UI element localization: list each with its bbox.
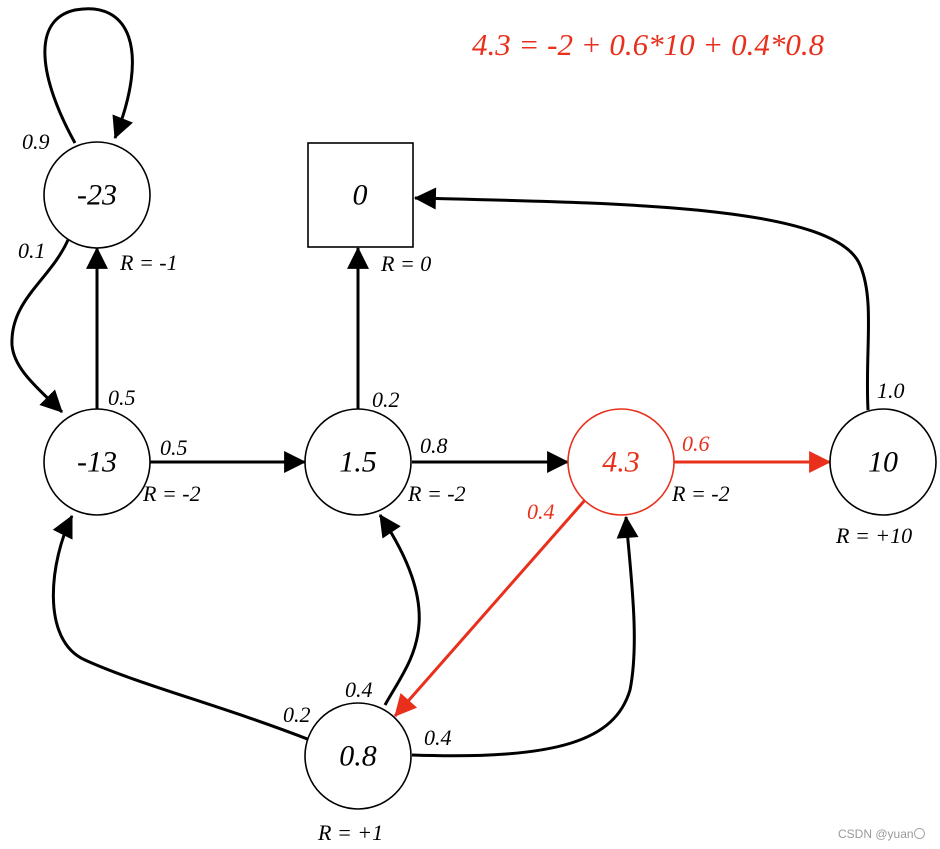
node-n43-circle xyxy=(567,408,675,516)
node-n0-box xyxy=(307,142,414,248)
prob-n23-to-n13: 0.1 xyxy=(18,238,46,263)
prob-n13-to-n23: 0.5 xyxy=(108,385,136,410)
node-n08-circle xyxy=(304,702,412,810)
prob-n15-to-n0: 0.2 xyxy=(372,387,400,412)
reward-n10: R = +10 xyxy=(835,523,912,548)
reward-n13: R = -2 xyxy=(142,481,201,506)
node-n15: 1.5 xyxy=(304,408,412,516)
prob-n10-to-n0: 1.0 xyxy=(877,378,905,403)
node-n15-value: 1.5 xyxy=(339,446,377,479)
node-n0-value: 0 xyxy=(353,179,368,212)
prob-n15-to-n43: 0.8 xyxy=(420,433,448,458)
node-n13-circle xyxy=(43,408,151,516)
node-n08: 0.8 xyxy=(304,702,412,810)
reward-n08: R = +1 xyxy=(317,820,383,845)
edge-self-loop-n23 xyxy=(43,7,134,144)
watermark-text: CSDN @yuan〇 xyxy=(838,827,926,841)
edge-n08-to-n15 xyxy=(378,514,421,706)
equation-text: 4.3 = -2 + 0.6*10 + 0.4*0.8 xyxy=(472,27,825,62)
reward-n15: R = -2 xyxy=(407,481,466,506)
node-n10-circle xyxy=(829,408,937,516)
node-n23-circle xyxy=(43,141,151,249)
node-n13-value: -13 xyxy=(77,446,117,479)
edge-n43-to-n08 xyxy=(393,499,587,717)
reward-n43: R = -2 xyxy=(671,481,730,506)
prob-n08-to-n43: 0.4 xyxy=(424,725,452,750)
prob-n43-to-n10: 0.6 xyxy=(682,431,710,456)
edge-n23-to-n13 xyxy=(10,239,70,414)
node-n10-value: 10 xyxy=(868,446,898,479)
prob-n08-to-n15: 0.4 xyxy=(345,677,373,702)
reward-n0: R = 0 xyxy=(380,251,431,276)
node-n10: 10 xyxy=(829,408,937,516)
prob-self-loop-n23: 0.9 xyxy=(22,129,50,154)
prob-n43-to-n08: 0.4 xyxy=(527,499,555,524)
edge-n10-to-n0 xyxy=(413,187,871,411)
edge-n08-to-n13 xyxy=(51,515,311,742)
node-n15-circle xyxy=(304,408,412,516)
node-n0-terminal: 0 xyxy=(307,142,414,248)
node-n08-value: 0.8 xyxy=(339,740,377,773)
reward-n23: R = -1 xyxy=(119,250,178,275)
node-n43: 4.3 xyxy=(567,408,675,516)
edge-n08-to-n43 xyxy=(411,515,639,758)
prob-n08-to-n13: 0.2 xyxy=(283,702,311,727)
prob-n13-to-n15: 0.5 xyxy=(160,435,188,460)
node-n23-value: -23 xyxy=(77,179,117,212)
node-n43-value: 4.3 xyxy=(602,446,640,479)
node-n13: -13 xyxy=(43,408,151,516)
node-n23: -23 xyxy=(43,141,151,249)
